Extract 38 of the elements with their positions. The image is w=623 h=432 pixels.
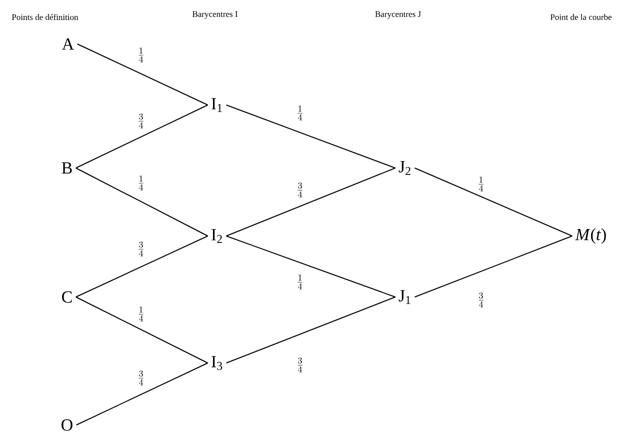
connector-line [76,44,208,106]
connector-line [75,168,208,236]
connector-line [414,168,573,236]
edge-label: $\frac{1}{4}$ [137,175,146,191]
edge-label: $\frac{1}{4}$ [137,306,146,322]
connector-line [226,236,396,298]
edge-label: $\frac{3}{4}$ [296,357,304,373]
edge-label: $\frac{1}{4}$ [296,274,304,290]
edge-label: $\frac{3}{4}$ [137,370,146,386]
point-label: J$_{1}$ [398,290,410,304]
point-label: M(t) [575,228,606,244]
connector-line [226,168,396,236]
column-heading: Point de la courbe [550,14,612,20]
edge-label: $\frac{1}{4}$ [296,105,304,121]
connector-line [226,296,396,364]
edge-label: $\frac{1}{4}$ [137,47,146,63]
point-label: I$_{3}$ [212,356,222,370]
edge-label: $\frac{3}{4}$ [137,113,146,129]
connector-line [226,104,396,168]
point-label: B [62,162,72,174]
point-label: A [62,38,74,50]
connector-line [414,236,573,298]
point-label: I$_{1}$ [212,98,222,112]
column-heading: Points de définition [12,14,78,20]
edge-label: $\frac{3}{4}$ [137,241,146,257]
column-heading: Barycentres J [375,11,421,19]
connector-line [75,236,208,298]
point-label: I$_{2}$ [212,229,222,243]
point-label: J$_{2}$ [398,161,410,175]
edge-label: $\frac{3}{4}$ [296,182,304,198]
connector-line [75,104,208,168]
column-heading: Barycentres I [192,11,238,19]
connector-line [75,296,208,364]
connector-line [76,362,208,426]
point-label: O [62,419,72,431]
edge-label: $\frac{1}{4}$ [477,176,486,192]
point-label: C [62,291,72,303]
edge-label: $\frac{3}{4}$ [477,292,486,308]
